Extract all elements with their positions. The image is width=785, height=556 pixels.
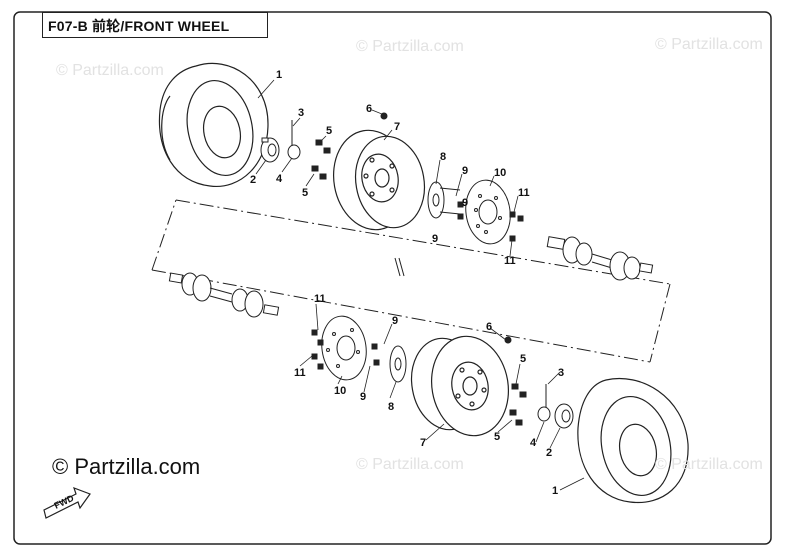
callout-number: 11 xyxy=(518,187,530,199)
leader-lines xyxy=(255,79,585,491)
hub-nut-lower xyxy=(537,384,574,429)
lug-nuts-upper xyxy=(311,112,388,180)
knuckle-lower xyxy=(389,345,407,383)
brand-watermark: © Partzilla.com xyxy=(52,454,201,479)
callout-number: 1 xyxy=(276,69,282,81)
fwd-arrow-icon: FWD xyxy=(43,486,91,519)
watermark: © Partzilla.com xyxy=(56,62,164,79)
callout-number: 9 xyxy=(432,233,438,245)
callout-number: 9 xyxy=(462,165,468,177)
watermark: © Partzilla.com xyxy=(356,456,464,473)
hub-nut-upper xyxy=(260,120,301,163)
callout-number: 10 xyxy=(494,167,506,179)
axle-lower xyxy=(168,272,280,318)
callout-number: 7 xyxy=(394,121,400,133)
knuckle-upper xyxy=(427,181,461,219)
bolts-upper-11 xyxy=(457,201,524,242)
callout-number: 5 xyxy=(494,431,500,443)
axis-lines xyxy=(151,199,671,363)
lug-nuts-lower xyxy=(504,336,527,426)
callout-number: 5 xyxy=(520,353,526,365)
callout-number: 9 xyxy=(462,197,468,209)
callout-number: 1 xyxy=(552,485,558,497)
watermark: © Partzilla.com xyxy=(356,38,464,55)
callout-number: 8 xyxy=(388,401,394,413)
callout-number: 9 xyxy=(392,315,398,327)
callout-number: 3 xyxy=(558,367,564,379)
title-box xyxy=(42,12,268,38)
callout-number: 11 xyxy=(504,255,516,267)
callout-number: 4 xyxy=(276,173,283,185)
watermark: © Partzilla.com xyxy=(655,456,763,473)
watermark: © Partzilla.com xyxy=(655,36,763,53)
callout-number: 3 xyxy=(298,107,304,119)
callout-number: 5 xyxy=(326,125,332,137)
page-border xyxy=(13,11,772,545)
callout-number: 4 xyxy=(530,437,537,449)
rim-upper xyxy=(332,129,426,231)
callout-number: 10 xyxy=(334,385,346,397)
callout-number: 7 xyxy=(420,437,426,449)
rim-lower xyxy=(410,335,510,437)
bolts-lower-11 xyxy=(311,329,380,370)
callout-number: 11 xyxy=(314,293,326,305)
brake-disc-lower xyxy=(321,315,367,381)
brake-disc-upper xyxy=(465,179,511,245)
callout-number: 6 xyxy=(486,321,492,333)
callout-number: 6 xyxy=(366,103,372,115)
page-title: F07-B 前轮/FRONT WHEEL xyxy=(48,18,230,34)
callout-number: 11 xyxy=(294,367,306,379)
callout-number: 9 xyxy=(360,391,366,403)
callout-number: 8 xyxy=(440,151,446,163)
axle-upper xyxy=(546,236,654,281)
tire-upper xyxy=(158,62,269,187)
callout-number: 2 xyxy=(546,447,552,459)
callout-number: 2 xyxy=(250,174,256,186)
axis-break xyxy=(394,257,405,277)
tire-lower xyxy=(577,378,689,504)
callout-number: 5 xyxy=(302,187,308,199)
